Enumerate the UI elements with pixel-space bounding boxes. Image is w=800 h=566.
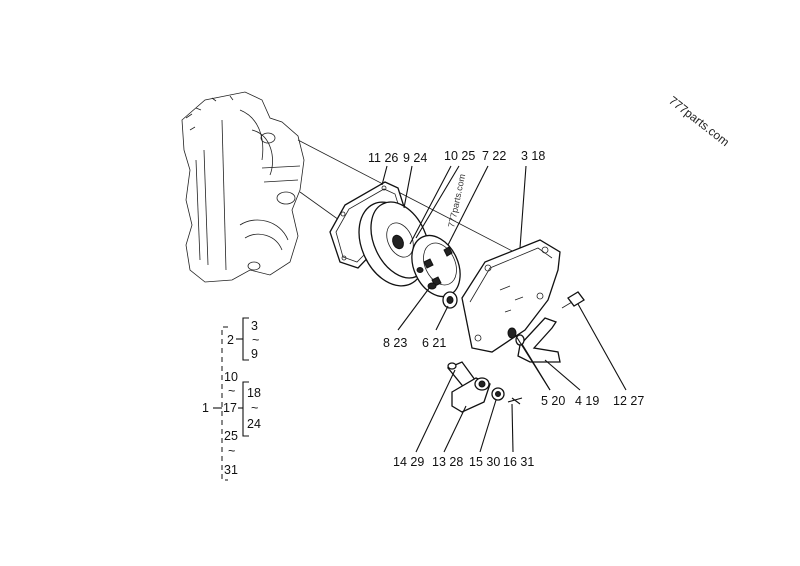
callout-6-21: 6 21	[422, 336, 446, 350]
transmission-housing	[181, 91, 305, 283]
callout-15-30: 15 30	[469, 455, 500, 469]
part-grouping-tree: 1 2 3 ~ 9 10 ~ 17 18 ~ 24 25 ~ 31	[202, 317, 261, 481]
tree-bracket-2	[242, 317, 249, 361]
tree-node-9: 9	[251, 347, 258, 361]
tree-tilde: ~	[228, 444, 235, 458]
tree-node-10: 10	[224, 370, 238, 384]
washer-part	[491, 387, 505, 401]
shaft-seal-part	[507, 327, 525, 346]
callout-16-31: 16 31	[503, 455, 534, 469]
bracket-part	[451, 377, 491, 413]
watermark-text: 777parts.com	[666, 93, 732, 149]
tree-bracket-main	[221, 326, 228, 481]
cover-plate-part	[461, 239, 561, 353]
callout-5-20: 5 20	[541, 394, 565, 408]
tree-node-3: 3	[251, 319, 258, 333]
seal-ring-part	[442, 291, 458, 309]
callout-3-18: 3 18	[521, 149, 545, 163]
tree-node-31: 31	[224, 463, 238, 477]
callout-7-22: 7 22	[482, 149, 506, 163]
callout-14-29: 14 29	[393, 455, 424, 469]
cover-disc-part	[358, 201, 430, 287]
callout-10-25: 10 25	[444, 149, 475, 163]
callout-4-19: 4 19	[575, 394, 599, 408]
tree-node-24: 24	[247, 417, 261, 431]
tree-node-17: 17	[223, 401, 237, 415]
lever-part	[517, 317, 561, 363]
tree-tilde: ~	[228, 384, 235, 398]
leader-lines	[381, 165, 627, 453]
projection-line	[297, 139, 521, 256]
split-pin-part	[507, 397, 523, 405]
tree-node-2: 2	[227, 333, 234, 347]
callout-13-28: 13 28	[432, 455, 463, 469]
callout-8-23: 8 23	[383, 336, 407, 350]
tree-node-1: 1	[202, 401, 209, 415]
tree-node-18: 18	[247, 386, 261, 400]
callout-9-24: 9 24	[403, 151, 427, 165]
tree-tilde: ~	[251, 401, 258, 415]
tree-bracket-17	[242, 381, 249, 437]
tree-tilde: ~	[252, 333, 259, 347]
callout-12-27: 12 27	[613, 394, 644, 408]
callout-labels: 11 26 9 24 10 25 7 22 3 18 8 23 6 21 5 2…	[368, 149, 644, 469]
callout-11-26: 11 26	[368, 151, 398, 165]
bolt-part	[561, 291, 585, 309]
tree-node-25: 25	[224, 429, 238, 443]
